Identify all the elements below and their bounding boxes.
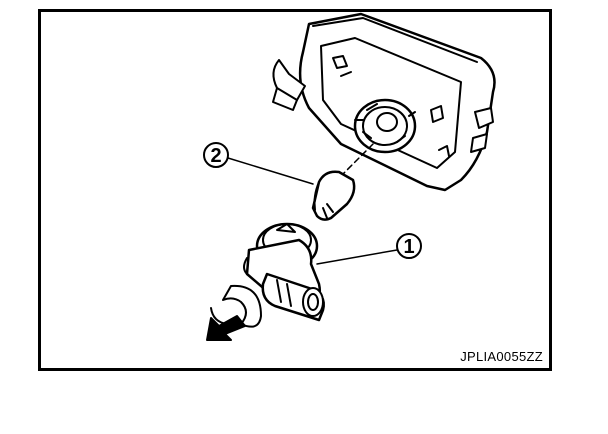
callout-2-label: 2 (210, 145, 221, 167)
callout-1-label: 1 (403, 236, 414, 258)
figure-frame: 2 1 JPLIA0055ZZ (38, 9, 552, 371)
callout-2: 2 (203, 142, 314, 185)
bulb-socket (243, 222, 325, 322)
lamp-exploded-diagram: 2 1 (203, 12, 496, 341)
callout-1: 1 (316, 233, 422, 265)
rotation-arrow-icon (206, 284, 262, 341)
bulb (311, 170, 356, 221)
figure-id: JPLIA0055ZZ (460, 349, 543, 364)
lamp-housing (272, 12, 496, 192)
